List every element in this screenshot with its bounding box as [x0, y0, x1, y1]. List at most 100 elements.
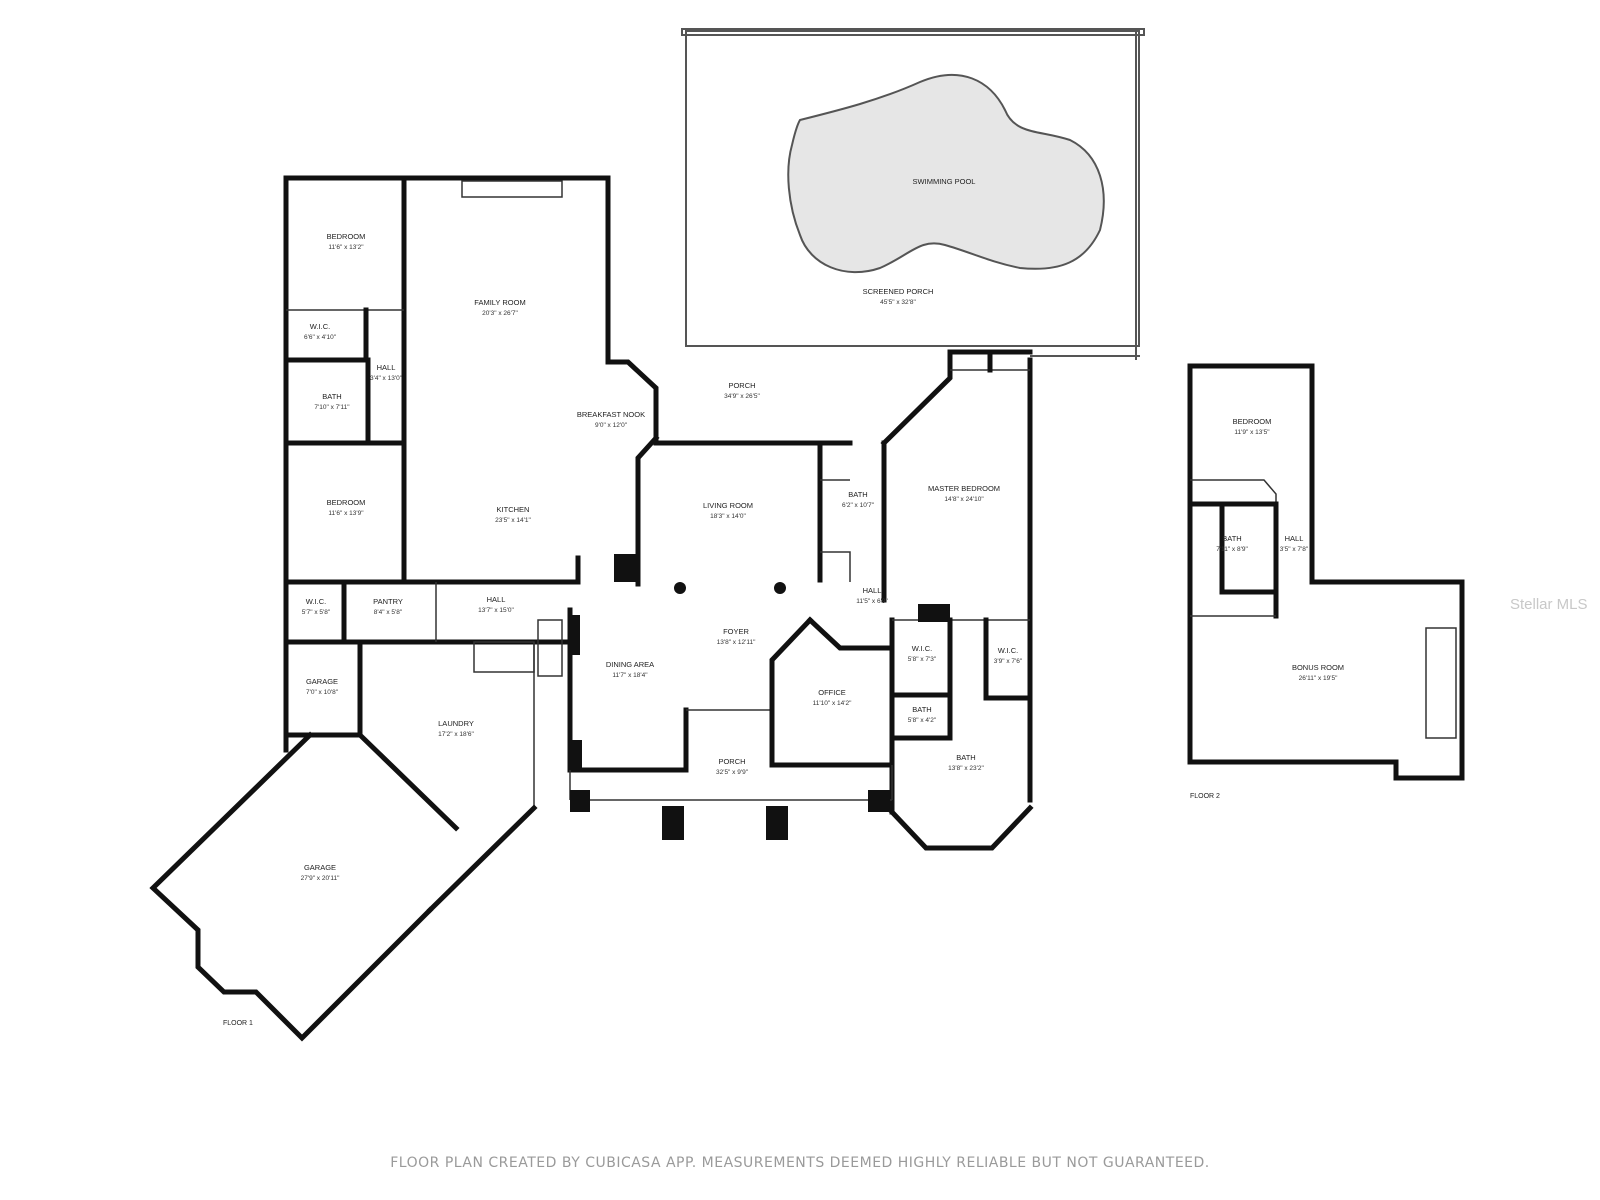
wall — [356, 731, 460, 832]
room-name: W.I.C. — [998, 646, 1018, 655]
room-dimensions: 3'5" x 7'8" — [1280, 546, 1309, 553]
wall — [820, 551, 851, 582]
disclaimer-text: FLOOR PLAN CREATED BY CUBICASA APP. MEAS… — [390, 1155, 1210, 1171]
wall — [605, 359, 659, 441]
room-name: PORCH — [718, 757, 745, 766]
column — [614, 554, 636, 582]
room-dimensions: 32'5" x 9'9" — [716, 769, 749, 776]
wall — [769, 616, 895, 768]
room-name: HALL — [863, 586, 882, 595]
stairs — [1425, 627, 1457, 739]
room-labels: BEDROOM 11'6" x 13'2" FAMILY ROOM 20'3" … — [301, 177, 1344, 882]
column — [774, 582, 786, 594]
room-dimensions: 5'8" x 4'2" — [908, 717, 937, 724]
room-name: LAUNDRY — [438, 719, 474, 728]
column — [868, 790, 890, 812]
room-dimensions: 9'0" x 12'0" — [595, 422, 628, 429]
room-name: HALL — [377, 363, 396, 372]
room-name: W.I.C. — [306, 597, 326, 606]
wall — [1219, 501, 1279, 595]
room-name: HALL — [1285, 534, 1304, 543]
wall — [888, 804, 1034, 851]
room-name: BEDROOM — [1233, 417, 1272, 426]
fireplace — [461, 180, 563, 198]
room-name: OFFICE — [818, 688, 846, 697]
room-name: DINING AREA — [606, 660, 654, 669]
room-name: BEDROOM — [327, 498, 366, 507]
screened-porch-top-frame — [681, 28, 1145, 36]
room-dimensions: 11'9" x 13'5" — [1234, 429, 1270, 436]
room-dimensions: 3'9" x 7'6" — [994, 658, 1023, 665]
room-dimensions: 7'10" x 7'11" — [314, 404, 350, 411]
room-dimensions: 11'7" x 18'4" — [612, 672, 648, 679]
room-name: BATH — [1222, 534, 1241, 543]
wall — [806, 616, 895, 651]
screened-porch-enclosure — [685, 30, 1140, 347]
wall — [149, 731, 434, 1042]
room-dimensions: 13'8" x 12'11" — [717, 639, 756, 646]
room-dimensions: 6'6" x 4'10" — [304, 334, 337, 341]
room-dimensions: 18'3" x 14'0" — [710, 513, 746, 520]
wall — [983, 617, 1033, 701]
wall — [426, 804, 538, 914]
room-dimensions: 34'9" x 26'5" — [724, 393, 760, 400]
room-name: FOYER — [723, 627, 749, 636]
stairs — [473, 641, 535, 673]
room-dimensions: 17'2" x 18'6" — [438, 731, 474, 738]
wall — [635, 434, 660, 587]
floor-1-columns — [461, 180, 950, 840]
room-name: PORCH — [728, 381, 755, 390]
screened-porch-area — [681, 28, 1145, 360]
room-dimensions: 45'5" x 32'8" — [880, 299, 916, 306]
floor-1-walls — [149, 175, 1034, 1042]
floor-2-walls — [1187, 363, 1465, 781]
room-dimensions: 6'2" x 10'7" — [842, 502, 875, 509]
wall — [1190, 479, 1277, 504]
room-name: W.I.C. — [912, 644, 932, 653]
floor-2-label: FLOOR 2 — [1190, 793, 1220, 800]
room-name: GARAGE — [306, 677, 338, 686]
column — [918, 604, 950, 622]
room-dimensions: 3'4" x 13'0" — [370, 375, 403, 382]
room-dimensions: 11'6" x 13'2" — [328, 244, 364, 251]
room-dimensions: 14'8" x 24'10" — [944, 496, 984, 503]
column — [662, 806, 684, 840]
room-name: GARAGE — [304, 863, 336, 872]
room-dimensions: 5'8" x 7'3" — [908, 656, 937, 663]
room-dimensions: 20'3" x 26'7" — [482, 310, 518, 317]
column — [766, 806, 788, 840]
column — [674, 582, 686, 594]
room-dimensions: 7'0" x 10'8" — [306, 689, 339, 696]
wall — [567, 707, 689, 773]
room-name: PANTRY — [373, 597, 403, 606]
room-dimensions: 11'6" x 13'9" — [328, 510, 364, 517]
room-name: MASTER BEDROOM — [928, 484, 1000, 493]
room-name: BEDROOM — [327, 232, 366, 241]
room-name: BREAKFAST NOOK — [577, 410, 645, 419]
room-dimensions: 26'11" x 19'5" — [1299, 675, 1338, 682]
room-name: W.I.C. — [310, 322, 330, 331]
room-dimensions: 23'5" x 14'1" — [495, 517, 531, 524]
room-name: BATH — [912, 705, 931, 714]
room-name: BATH — [322, 392, 341, 401]
room-name: KITCHEN — [497, 505, 530, 514]
room-name: SCREENED PORCH — [863, 287, 934, 296]
room-dimensions: 11'10" x 14'2" — [813, 700, 852, 707]
room-name: BATH — [848, 490, 867, 499]
watermark-text: Stellar MLS — [1510, 596, 1588, 613]
column — [570, 790, 590, 812]
room-dimensions: 11'5" x 6'9" — [856, 598, 888, 605]
room-dimensions: 13'8" x 23'2" — [948, 765, 984, 772]
room-name: FAMILY ROOM — [474, 298, 525, 307]
column — [570, 740, 582, 770]
wall — [880, 349, 1033, 447]
room-name: SWIMMING POOL — [913, 177, 976, 186]
room-dimensions: 5'7" x 5'8" — [302, 609, 331, 616]
room-dimensions: 27'9" x 20'11" — [301, 875, 340, 882]
floor-1-stairs — [473, 619, 563, 677]
stairs — [537, 619, 563, 677]
wall — [1187, 363, 1465, 781]
room-name: BONUS ROOM — [1292, 663, 1344, 672]
